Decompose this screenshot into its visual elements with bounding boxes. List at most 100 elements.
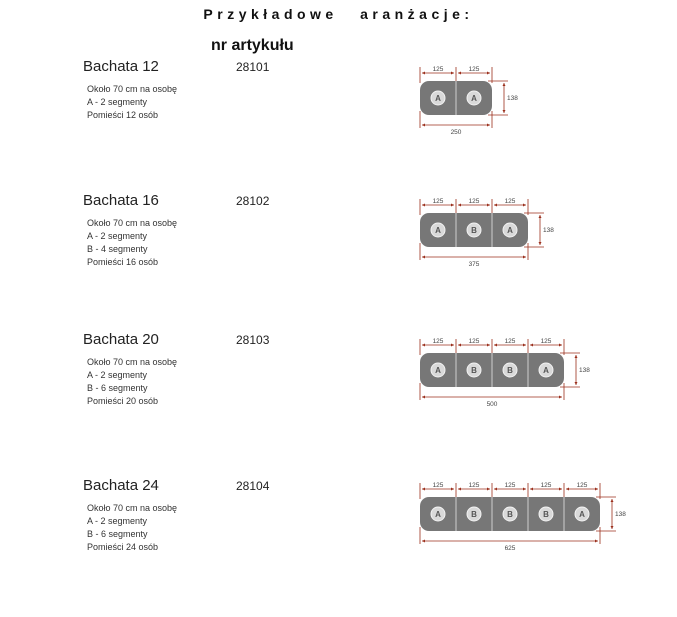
detail-line: A - 2 segmenty	[87, 516, 148, 526]
segment-type-label: A	[435, 510, 441, 519]
arrow-head	[487, 71, 490, 75]
height-label: 138	[543, 227, 554, 234]
arrangement-name: Bachata 12	[83, 58, 159, 75]
segment-type-label: B	[507, 366, 513, 375]
segment-marker	[466, 506, 482, 522]
detail-line: Około 70 cm na osobę	[87, 84, 178, 94]
segment-width-label: 125	[469, 338, 480, 345]
detail-line: B - 4 segmenty	[87, 244, 148, 254]
segment-width-label: 125	[469, 482, 480, 489]
segment-width-label: 125	[433, 482, 444, 489]
total-length-label: 500	[487, 401, 498, 408]
page-title: Przykładowe aranżacje:	[203, 6, 474, 22]
article-number-header: nr artykułu	[211, 37, 294, 54]
segment-marker	[430, 222, 446, 238]
segment-marker	[502, 222, 518, 238]
segment-width-label: 125	[469, 198, 480, 205]
arrow-head	[422, 255, 425, 259]
segment-width-label: 125	[541, 482, 552, 489]
arrow-head	[523, 487, 526, 491]
segment-type-label: B	[471, 366, 477, 375]
arrow-head	[538, 215, 542, 218]
segment-marker	[538, 506, 554, 522]
arrow-head	[487, 123, 490, 127]
total-length-label: 375	[469, 261, 480, 268]
article-number: 28102	[236, 194, 270, 208]
detail-line: B - 6 segmenty	[87, 383, 148, 393]
arrow-head	[487, 487, 490, 491]
segment-type-label: B	[471, 510, 477, 519]
segment-width-label: 125	[541, 338, 552, 345]
arrow-head	[538, 242, 542, 245]
arrow-head	[451, 487, 454, 491]
arrow-head	[494, 487, 497, 491]
arrangement-name: Bachata 16	[83, 192, 159, 209]
segment-marker	[538, 362, 554, 378]
article-number: 28104	[236, 479, 270, 493]
arrow-head	[487, 203, 490, 207]
total-length-label: 625	[505, 545, 516, 552]
height-label: 138	[615, 511, 626, 518]
arrow-head	[422, 487, 425, 491]
arrow-head	[574, 382, 578, 385]
segment-width-label: 125	[505, 198, 516, 205]
article-number: 28103	[236, 333, 270, 347]
segment-width-label: 125	[433, 198, 444, 205]
arrow-head	[502, 83, 506, 86]
arrangement-name: Bachata 20	[83, 331, 159, 348]
segment-type-label: A	[507, 226, 513, 235]
segment-marker	[574, 506, 590, 522]
arrow-head	[422, 395, 425, 399]
segment-marker	[466, 90, 482, 106]
segment-marker	[502, 506, 518, 522]
segment-marker	[430, 362, 446, 378]
segment-type-label: B	[471, 226, 477, 235]
total-length-label: 250	[451, 129, 462, 136]
segment-marker	[502, 362, 518, 378]
segment-width-label: 125	[505, 338, 516, 345]
segment-width-label: 125	[433, 338, 444, 345]
arrow-head	[451, 203, 454, 207]
arrow-head	[523, 255, 526, 259]
arrow-head	[458, 71, 461, 75]
arrow-head	[422, 539, 425, 543]
arrow-head	[422, 203, 425, 207]
detail-line: Pomieści 16 osób	[87, 257, 159, 267]
arrow-head	[523, 203, 526, 207]
arrow-head	[566, 487, 569, 491]
segment-type-label: B	[543, 510, 549, 519]
arrow-head	[530, 487, 533, 491]
segment-marker	[430, 506, 446, 522]
segment-type-label: A	[579, 510, 585, 519]
arrangement-name: Bachata 24	[83, 477, 159, 494]
segment-marker	[466, 362, 482, 378]
arrow-head	[494, 343, 497, 347]
detail-line: Około 70 cm na osobę	[87, 218, 178, 228]
detail-line: Pomieści 24 osób	[87, 542, 159, 552]
segment-width-label: 125	[505, 482, 516, 489]
arrow-head	[610, 499, 614, 502]
segment-marker	[430, 90, 446, 106]
segment-type-label: A	[435, 366, 441, 375]
arrow-head	[487, 343, 490, 347]
detail-line: Pomieści 12 osób	[87, 110, 159, 120]
segment-width-label: 125	[469, 66, 480, 73]
arrow-head	[530, 343, 533, 347]
segment-type-label: A	[471, 94, 477, 103]
arrow-head	[422, 343, 425, 347]
arrow-head	[422, 71, 425, 75]
arrow-head	[494, 203, 497, 207]
detail-line: Pomieści 20 osób	[87, 396, 159, 406]
arrow-head	[523, 343, 526, 347]
height-label: 138	[579, 367, 590, 374]
height-label: 138	[507, 95, 518, 102]
arrow-head	[451, 71, 454, 75]
